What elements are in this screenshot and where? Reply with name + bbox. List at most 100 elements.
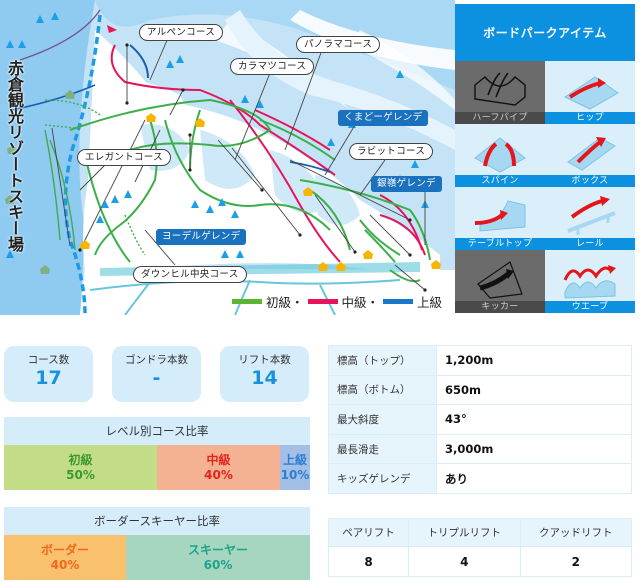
legend-intermediate: 中級・ [307,292,380,311]
spec-value: 650m [436,374,632,406]
level-ratio-bar: レベル別コース比率 初級 50% 中級 40% 上級 10% [4,417,310,490]
lift-type-header: ペアリフト [327,518,410,547]
wave-icon [563,265,616,299]
spec-row: 標高（ボトム） 650m [328,374,632,406]
park-title: ボードパークアイテム [455,4,635,61]
lift-type-header: クアッドリフト [519,518,633,547]
rider-skier-segment: スキーヤー 60% [126,535,310,580]
lift-type-value: 4 [408,546,521,577]
spec-value: 1,200m [436,345,632,376]
park-item-wave: ウエーブ [545,250,635,313]
stat-value: - [152,367,161,389]
segment-value: 50% [66,467,95,482]
spec-value: 43° [436,404,632,435]
stat-lift-count: リフト本数 14 [220,346,309,402]
park-item-box: ボックス [545,124,635,187]
legend-intermediate-label: 中級・ [341,295,380,310]
lift-type-header-row: ペアリフト トリプルリフト クアッドリフト [327,518,633,547]
spec-value: 3,000m [436,433,632,465]
stat-label: リフト本数 [238,354,291,366]
stat-value: 17 [35,367,62,389]
segment-label: 中級 [206,452,231,467]
course-label-downhill[interactable]: ダウンヒル中央コース [133,266,247,283]
intermediate-swatch [307,299,338,304]
course-label-rabbit[interactable]: ラビットコース [349,143,434,160]
area-label-kumado[interactable]: くまどーゲレンデ [338,110,429,126]
board-park-panel: ボードパークアイテム ハーフパイプ ヒップ スパイン [455,0,640,315]
level-intermediate-segment: 中級 40% [157,445,280,490]
spec-value: あり [436,463,632,494]
spec-table: 標高（トップ） 1,200m 標高（ボトム） 650m 最大斜度 43° 最長滑… [328,345,632,494]
park-item-label: テーブルトップ [455,238,545,250]
spec-row: 最大斜度 43° [328,404,632,435]
area-label-ginrei[interactable]: 銀嶺ゲレンデ [371,176,442,192]
box-icon [567,137,616,171]
park-item-label: レール [545,238,635,250]
spec-key: 最長滑走 [328,433,437,465]
course-label-elegant[interactable]: エレガントコース [77,149,171,166]
stat-value: 14 [251,367,278,389]
level-ratio-title: レベル別コース比率 [4,417,310,445]
rider-boarder-segment: ボーダー 40% [4,535,126,580]
rider-ratio-bar: ボーダースキーヤー比率 ボーダー 40% スキーヤー 60% [4,507,310,580]
rider-ratio-title: ボーダースキーヤー比率 [4,507,310,535]
course-label-panorama[interactable]: パノラマコース [296,36,381,53]
spec-key: キッズゲレンデ [328,463,437,494]
segment-value: 40% [204,467,233,482]
park-item-label: スパイン [455,175,545,187]
spec-row: 標高（トップ） 1,200m [328,345,632,376]
tabletop-icon [474,200,526,232]
segment-value: 40% [50,557,80,572]
park-item-tabletop: テーブルトップ [455,187,545,250]
park-item-grid: ハーフパイプ ヒップ スパイン ボックス [455,61,635,313]
park-item-halfpipe: ハーフパイプ [455,61,545,124]
level-beginner-segment: 初級 50% [4,445,157,490]
segment-label: スキーヤー [187,542,248,557]
halfpipe-icon [474,72,526,106]
park-item-label: ボックス [545,175,635,187]
segment-label: ボーダー [40,542,89,557]
lift-type-value-row: 8 4 2 [327,546,633,577]
park-item-label: ヒップ [545,112,635,124]
difficulty-legend: 初級・ 中級・ 上級 [232,292,442,311]
course-label-karamatsu[interactable]: カラマツコース [230,58,315,75]
lift-type-table: ペアリフト トリプルリフト クアッドリフト 8 4 2 [327,518,633,577]
segment-label: 上級 [282,452,307,467]
legend-beginner: 初級・ [232,292,304,311]
stat-gondola-count: ゴンドラ本数 - [112,346,201,402]
segment-label: 初級 [68,452,93,467]
legend-advanced-label: 上級 [417,295,443,310]
kicker-icon [477,261,523,299]
lift-type-value: 8 [327,546,410,577]
spec-key: 標高（ボトム） [328,374,437,406]
legend-beginner-label: 初級・ [266,295,304,310]
level-advanced-segment: 上級 10% [280,445,310,490]
stat-course-count: コース数 17 [4,346,93,402]
lift-type-header: トリプルリフト [408,518,521,547]
park-item-label: ウエーブ [545,301,635,313]
lift-type-value: 2 [519,546,633,577]
spec-row: 最長滑走 3,000m [328,433,632,465]
stat-label: コース数 [27,354,70,366]
spine-icon [474,137,526,173]
park-item-label: ハーフパイプ [455,112,545,124]
beginner-swatch [232,299,262,304]
spec-key: 最大斜度 [328,404,437,435]
spec-row: キッズゲレンデ あり [328,463,632,494]
ski-course-map: 赤倉観光リゾートスキー場 アルペンコース パノラマコース カラマツコース ラビッ… [0,0,455,315]
park-item-spine: スパイン [455,124,545,187]
park-item-rail: レール [545,187,635,250]
advanced-swatch [383,299,414,304]
spec-key: 標高（トップ） [328,345,437,376]
stat-label: ゴンドラ本数 [125,354,188,366]
segment-value: 60% [203,557,233,572]
park-item-kicker: キッカー [455,250,545,313]
resort-name: 赤倉観光リゾートスキー場 [5,60,24,252]
course-label-alpen[interactable]: アルペンコース [139,24,224,41]
area-label-yodel[interactable]: ヨーデルゲレンデ [156,229,247,245]
park-item-hip: ヒップ [545,61,635,124]
segment-value: 10% [280,467,310,482]
rail-icon [567,196,616,235]
park-item-label: キッカー [455,301,545,313]
hip-icon [563,76,619,110]
